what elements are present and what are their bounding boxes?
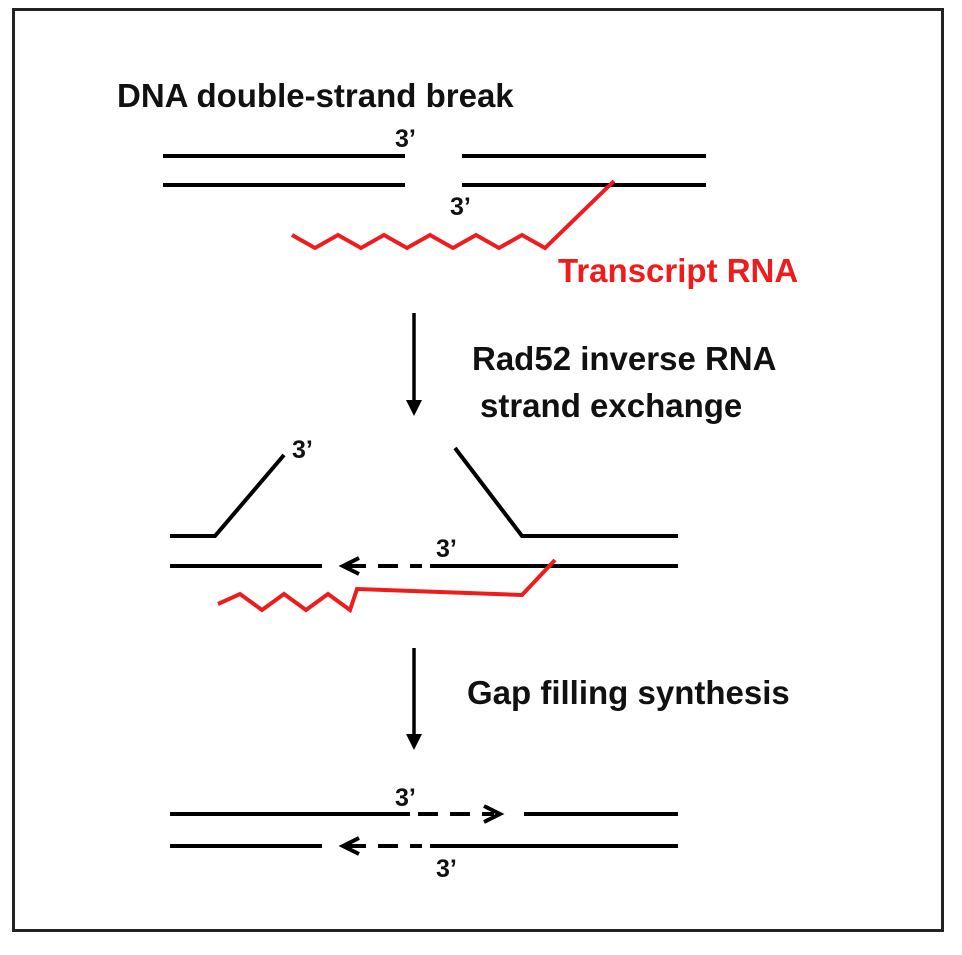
gap-fill-arrowhead-top bbox=[483, 804, 505, 824]
three-prime-label-4: 3’ bbox=[436, 535, 457, 563]
gap-fill-arrowhead-bottom bbox=[338, 836, 360, 856]
dna-right-displaced-strand bbox=[453, 446, 678, 538]
step2-label: Gap filling synthesis bbox=[467, 674, 790, 711]
three-prime-label-3: 3’ bbox=[292, 436, 313, 464]
rna-template-strand bbox=[217, 558, 557, 614]
step1-label-line1: Rad52 inverse RNA bbox=[472, 340, 776, 377]
three-prime-label-5: 3’ bbox=[395, 784, 416, 812]
step-arrow-1-head bbox=[406, 400, 422, 416]
dna-left-displaced-strand bbox=[170, 453, 286, 538]
step1-label-line2: strand exchange bbox=[480, 387, 742, 424]
three-prime-label-6: 3’ bbox=[436, 855, 457, 883]
step-arrow-2-head bbox=[406, 734, 422, 750]
transcript-rna-strand bbox=[291, 179, 616, 251]
three-prime-label-2: 3’ bbox=[450, 193, 471, 221]
title-label: DNA double-strand break bbox=[117, 77, 514, 114]
diagram-frame bbox=[12, 8, 944, 932]
three-prime-label-1: 3’ bbox=[395, 125, 416, 153]
transcript-rna-label: Transcript RNA bbox=[558, 252, 798, 289]
synthesis-arrowhead-left bbox=[338, 556, 360, 576]
